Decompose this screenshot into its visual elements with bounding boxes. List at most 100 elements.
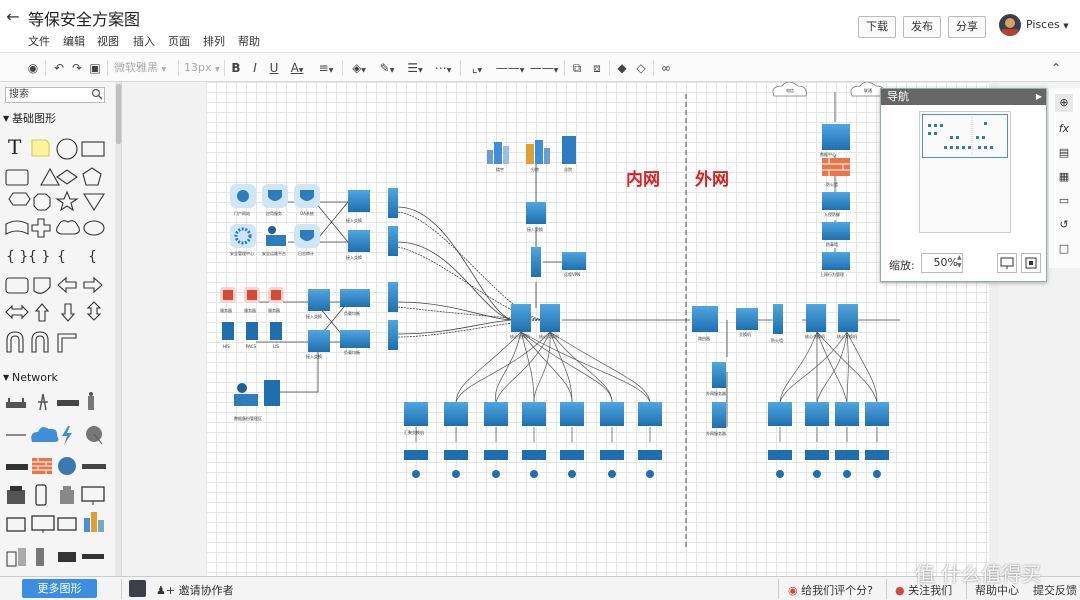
history-icon[interactable]: ↺ xyxy=(1059,218,1069,231)
switch-icon xyxy=(6,398,26,408)
font-size-select[interactable]: 13px ▼ xyxy=(184,59,222,77)
svg-text:入侵防御: 入侵防御 xyxy=(824,211,840,217)
line-end-icon[interactable]: ——▼ xyxy=(529,61,559,75)
fit-page-button[interactable] xyxy=(997,253,1017,273)
canvas-scrollbar[interactable] xyxy=(989,82,999,576)
switch-icons[interactable] xyxy=(308,124,858,428)
section-network[interactable]: ▼Network xyxy=(0,370,115,386)
zoom-stepper-icon[interactable]: ▲▼ xyxy=(957,254,962,269)
line-color-icon[interactable]: ✎▼ xyxy=(379,61,395,75)
diagram-canvas[interactable]: 内网 外网 xyxy=(122,82,1080,576)
patch-panel-icon xyxy=(82,464,106,469)
rate-us-link[interactable]: ◉ 给我们评个分? xyxy=(788,582,873,598)
format-panel-icon[interactable]: fx xyxy=(1058,122,1070,135)
sidebar-scroll-thumb[interactable] xyxy=(116,84,121,144)
navigator-collapse-icon[interactable]: ▶ xyxy=(1035,92,1042,101)
shield-badge-icon xyxy=(294,224,320,248)
paint-roller-icon[interactable]: ▣ xyxy=(89,61,101,75)
navigator-toggle-icon[interactable]: ⊕ xyxy=(1055,94,1073,112)
help-center-link[interactable]: 帮助中心 xyxy=(975,584,1019,597)
svg-text:接入交换: 接入交换 xyxy=(346,254,362,260)
zoom-input[interactable]: 50% xyxy=(921,253,963,273)
collapse-toolbar-icon[interactable]: ⌃ xyxy=(1050,61,1062,75)
shape-search-input[interactable]: 搜索 xyxy=(5,87,105,103)
network-diagram[interactable]: 内网 外网 xyxy=(122,82,1080,576)
menu-edit[interactable]: 编辑 xyxy=(63,35,85,48)
font-color-icon[interactable]: A▼ xyxy=(290,61,304,75)
server-tower-icon xyxy=(246,322,258,340)
toolbar-divider xyxy=(107,60,108,76)
weibo-follow-link[interactable]: ● 关注我们 xyxy=(895,582,952,598)
navigator-minimap[interactable] xyxy=(919,111,1011,233)
feedback-link[interactable]: 提交反馈 xyxy=(1033,584,1077,597)
bold-icon[interactable]: B xyxy=(231,61,241,75)
document-title[interactable]: 等保安全方案图 xyxy=(28,10,141,29)
toolbar-divider xyxy=(224,60,225,76)
menu-arrange[interactable]: 排列 xyxy=(203,35,225,48)
navigator-viewport[interactable] xyxy=(922,114,1008,158)
menu-view[interactable]: 视图 xyxy=(97,35,119,48)
line-width-icon[interactable]: ☰▼ xyxy=(407,61,423,75)
svg-text:门户网站: 门户网站 xyxy=(234,210,250,216)
user-avatar[interactable] xyxy=(999,14,1021,36)
circle-shape-icon xyxy=(56,138,78,160)
weibo-label: 关注我们 xyxy=(908,584,953,597)
access-devices[interactable] xyxy=(404,450,889,478)
lock-icon[interactable]: ◆ xyxy=(617,61,627,75)
underline-icon[interactable]: U xyxy=(269,61,279,75)
menu-help[interactable]: 帮助 xyxy=(238,35,260,48)
document-icon[interactable]: ▭ xyxy=(1058,194,1070,207)
send-back-icon[interactable]: ⧈ xyxy=(593,61,601,75)
invite-collaborator-link[interactable]: ♟+ 邀请协作者 xyxy=(156,582,234,598)
data-attributes-icon[interactable]: ▤ xyxy=(1058,146,1070,159)
font-family-select[interactable]: 微软雅黑 ▼ xyxy=(114,59,174,77)
chevron-down-icon: ▼ xyxy=(161,66,167,73)
bring-front-icon[interactable]: ⧉ xyxy=(572,61,582,75)
align-icon[interactable]: ≡▼ xyxy=(318,61,334,75)
back-arrow-icon[interactable]: ← xyxy=(6,7,20,26)
undo-icon[interactable]: ↶ xyxy=(53,61,65,75)
download-button[interactable]: 下载 xyxy=(858,16,896,38)
antenna-icon xyxy=(38,393,48,411)
menu-file[interactable]: 文件 xyxy=(28,35,50,48)
fill-color-icon[interactable]: ◈▼ xyxy=(352,61,366,75)
fit-selection-button[interactable] xyxy=(1021,253,1041,273)
navigator-header[interactable]: 导航▶ xyxy=(881,89,1046,105)
comment-icon[interactable]: □ xyxy=(1058,242,1070,255)
redo-icon[interactable]: ↷ xyxy=(71,61,83,75)
cloud-sun-icon xyxy=(230,184,256,208)
line-start-icon[interactable]: ——▼ xyxy=(495,61,525,75)
navigator-panel[interactable]: 导航▶ 缩放: 50% ▲▼ xyxy=(880,88,1047,282)
cross-shape-icon xyxy=(31,218,51,238)
section-basic-shapes[interactable]: ▼基础图形 xyxy=(0,111,115,127)
svg-text:应用服务: 应用服务 xyxy=(266,210,282,216)
mobile-phone-icon xyxy=(35,484,47,506)
format-painter-toggle-icon[interactable]: ◉ xyxy=(27,61,39,75)
diamond-shape-icon xyxy=(56,169,78,185)
page-settings-icon[interactable]: ▦ xyxy=(1058,170,1070,183)
connector-style-icon[interactable]: ⌞▼ xyxy=(471,61,483,75)
red-server-icons[interactable] xyxy=(220,287,284,406)
gear-icon xyxy=(230,224,256,248)
sidebar-scrollbar[interactable] xyxy=(115,82,121,576)
network-shapes-grid[interactable] xyxy=(2,390,114,576)
menu-insert[interactable]: 插入 xyxy=(133,35,155,48)
user-name[interactable]: Pisces ▼ xyxy=(1026,18,1069,31)
link-icon[interactable]: ∞ xyxy=(661,61,671,75)
more-shapes-button[interactable]: 更多图形 xyxy=(22,579,97,598)
top-firewall-icon[interactable] xyxy=(822,158,850,176)
italic-icon[interactable]: I xyxy=(253,61,257,75)
publish-button[interactable]: 发布 xyxy=(903,16,941,38)
app-icons[interactable] xyxy=(230,184,320,248)
svg-text:电信: 电信 xyxy=(786,87,794,93)
menu-page[interactable]: 页面 xyxy=(168,35,190,48)
aggregation-switches[interactable] xyxy=(404,402,889,426)
share-button[interactable]: 分享 xyxy=(948,16,986,38)
basic-shapes-grid[interactable]: T { } { } { { xyxy=(2,134,114,364)
svg-text:分院: 分院 xyxy=(531,166,539,172)
search-icon[interactable] xyxy=(91,88,103,100)
unlock-icon[interactable]: ◇ xyxy=(636,61,646,75)
svg-text:OA系统: OA系统 xyxy=(300,210,314,216)
toolbar-divider xyxy=(45,60,46,76)
line-dash-icon[interactable]: ⋯▼ xyxy=(434,61,452,75)
